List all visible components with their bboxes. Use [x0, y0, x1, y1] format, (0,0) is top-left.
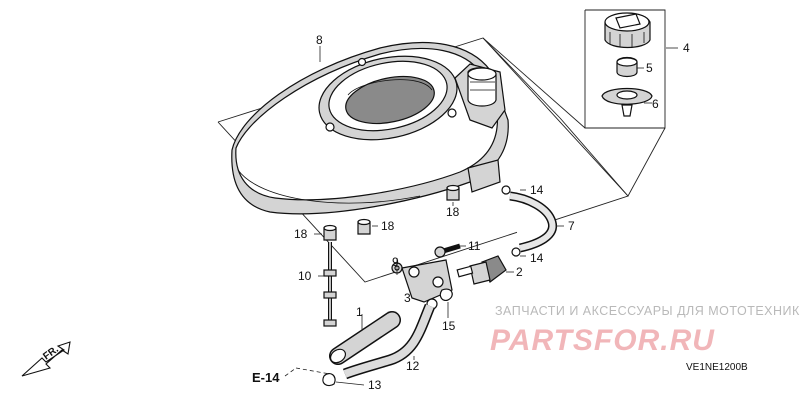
collar-18-b[interactable] [357, 218, 371, 235]
callout-12: 12 [406, 359, 420, 373]
callout-6: 6 [652, 97, 659, 111]
tube-1[interactable] [328, 311, 401, 365]
front-direction-arrow: FR. [21, 341, 71, 377]
callout-13: 13 [368, 378, 382, 392]
fuel-tube-7[interactable] [501, 185, 557, 257]
collar-18-a[interactable] [446, 184, 460, 201]
watermark: ЗАПЧАСТИ И АКСЕССУАРЫ ДЛЯ МОТОТЕХНИКИ PA… [490, 304, 800, 357]
cap-gasket[interactable] [601, 87, 653, 117]
callout-labels: 8 4 5 6 14 7 14 2 11 9 3 15 12 13 1 10 1… [294, 33, 690, 392]
cap-filter-element[interactable] [616, 56, 638, 78]
callout-10: 10 [298, 269, 312, 283]
watermark-caption: ЗАПЧАСТИ И АКСЕССУАРЫ ДЛЯ МОТОТЕХНИКИ [495, 304, 800, 318]
callout-4: 4 [683, 41, 690, 55]
callout-9: 9 [392, 255, 399, 269]
watermark-logo: PARTSFOR.RU [490, 324, 715, 357]
stud-bolt-10[interactable] [323, 242, 337, 327]
callout-5: 5 [646, 61, 653, 75]
callout-3: 3 [404, 291, 411, 305]
callout-18c: 18 [294, 227, 308, 241]
callout-2: 2 [516, 265, 523, 279]
collar-18-c[interactable] [323, 224, 337, 241]
fuel-valve[interactable] [456, 255, 507, 285]
callout-15: 15 [442, 319, 456, 333]
fuel-tank[interactable] [231, 41, 509, 215]
callout-14b: 14 [530, 251, 544, 265]
diagram-code: VE1NE1200B [686, 362, 748, 373]
callout-11: 11 [468, 239, 481, 253]
callout-8: 8 [316, 33, 323, 47]
leader-lines [284, 46, 678, 386]
callout-18a: 18 [446, 205, 460, 219]
valve-bracket[interactable] [401, 259, 453, 310]
clip-13[interactable] [322, 372, 336, 387]
cap-assembly-frame [482, 9, 666, 197]
reference-e14[interactable]: E-14 [252, 370, 280, 385]
callout-14a: 14 [530, 183, 544, 197]
fuel-tube-12[interactable] [342, 303, 436, 380]
clip-15[interactable] [439, 288, 453, 301]
callout-18b: 18 [381, 219, 395, 233]
callout-7: 7 [568, 219, 575, 233]
flange-bolt-11[interactable] [434, 243, 461, 258]
callout-1: 1 [356, 305, 363, 319]
fuel-cap[interactable] [604, 12, 651, 49]
